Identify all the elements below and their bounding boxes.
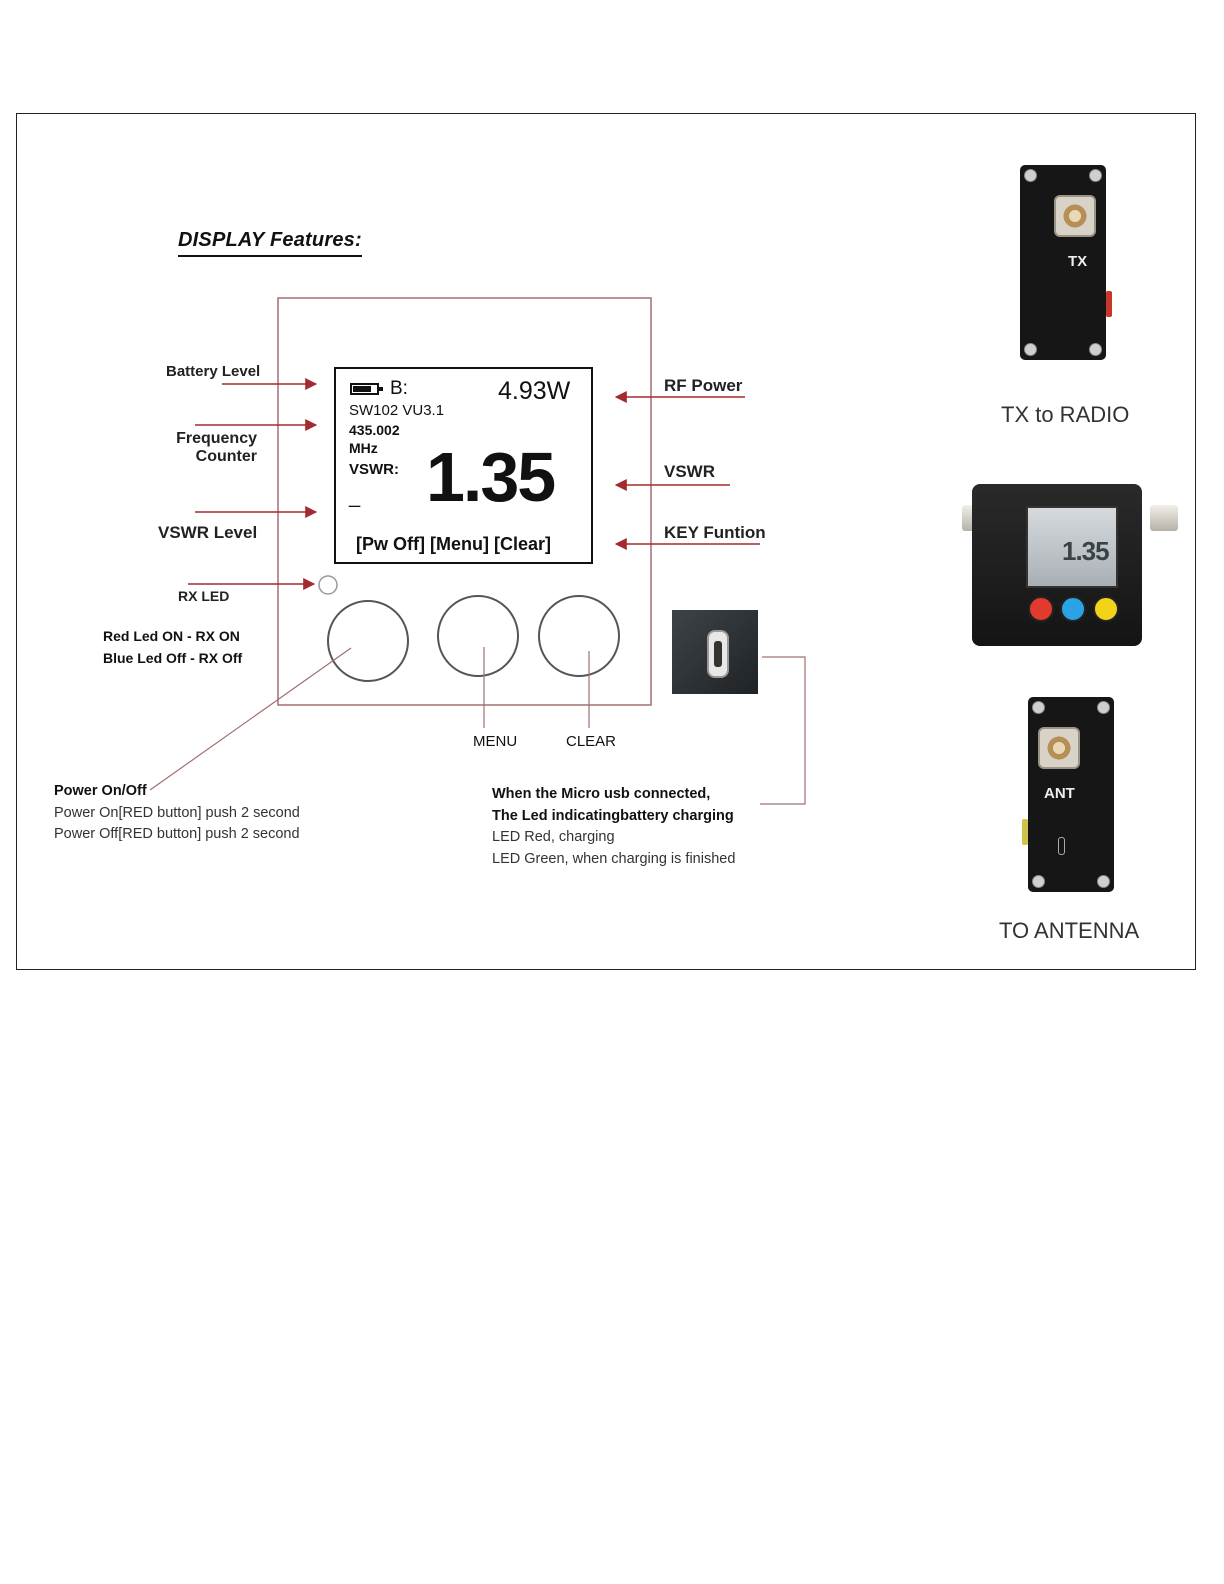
usb-notes-line3: LED Red, charging: [492, 829, 615, 845]
lcd-vswr-value: 1.35: [426, 438, 556, 516]
screw-icon: [1089, 169, 1102, 182]
lcd-frequency: 435.002: [349, 422, 400, 438]
power-button-outline: [327, 600, 409, 682]
sma-right-connector-icon: [1150, 505, 1178, 531]
battery-icon: [350, 383, 383, 395]
clear-button-outline: [538, 595, 620, 677]
screw-icon: [1024, 343, 1037, 356]
tx-caption: TX to RADIO: [1001, 402, 1130, 427]
usb-notes-line4: LED Green, when charging is finished: [492, 850, 736, 867]
side-switch-icon: [1022, 819, 1028, 845]
label-key-function: KEY Funtion: [664, 523, 766, 542]
usb-port-icon: [1058, 837, 1065, 855]
leader-usb: [760, 656, 806, 805]
rx-led-note-blue: Blue Led Off - RX Off: [103, 650, 243, 666]
ant-connector-label: ANT: [1044, 785, 1075, 802]
red-button-icon: [1028, 596, 1054, 622]
n-connector-icon: [1054, 195, 1096, 237]
label-frequency-line2: Counter: [195, 448, 257, 465]
micro-usb-photo: [672, 610, 758, 694]
label-rf-power: RF Power: [664, 376, 743, 395]
label-vswr-level: VSWR Level: [158, 523, 258, 542]
screw-icon: [1024, 169, 1037, 182]
section-title: DISPLAY Features:: [178, 229, 362, 257]
screw-icon: [1097, 875, 1110, 888]
micro-usb-port-icon: [707, 630, 729, 678]
usb-notes-line1: When the Micro usb connected,: [492, 786, 711, 802]
ant-connector-photo: ANT: [1022, 697, 1114, 892]
device-outline: [277, 297, 652, 478]
diagram-frame: [16, 113, 1196, 970]
lcd-battery-prefix: B:: [390, 378, 408, 399]
side-led-icon: [1106, 291, 1112, 317]
tx-connector-photo: TX: [1020, 165, 1112, 360]
usb-notes-line2: The Led indicatingbattery charging: [492, 807, 734, 824]
screw-icon: [1032, 701, 1045, 714]
meter-screen-value: 1.35: [1062, 536, 1110, 566]
n-connector-icon: [1038, 727, 1080, 769]
screw-icon: [1089, 343, 1102, 356]
lcd-model: SW102 VU3.1: [349, 402, 445, 419]
power-notes-heading: Power On/Off: [54, 783, 147, 799]
label-clear-button: CLEAR: [566, 733, 617, 750]
leader-power: [149, 647, 352, 791]
label-frequency-line1: Frequency: [176, 430, 257, 447]
lcd-display: B: 4.93W SW102 VU3.1 435.002 MHz VSWR: 1…: [334, 367, 593, 564]
label-battery-level: Battery Level: [166, 363, 261, 380]
rx-led-note-red: Red Led ON - RX ON: [103, 628, 240, 644]
usb-notes: When the Micro usb connected, The Led in…: [492, 784, 735, 870]
power-notes: Power On/Off Power On[RED button] push 2…: [54, 781, 300, 846]
label-rx-led: RX LED: [178, 588, 230, 604]
yellow-button-icon: [1093, 596, 1119, 622]
lcd-frequency-unit: MHz: [349, 440, 378, 456]
label-vswr: VSWR: [664, 462, 715, 481]
screw-icon: [1097, 701, 1110, 714]
power-notes-on: Power On[RED button] push 2 second: [54, 804, 300, 821]
lcd-vswr-label: VSWR:: [349, 461, 399, 478]
lcd-power: 4.93W: [498, 377, 571, 405]
power-notes-off: Power Off[RED button] push 2 second: [54, 826, 300, 842]
screw-icon: [1032, 875, 1045, 888]
meter-screen: 1.35: [1026, 506, 1118, 588]
ant-caption: TO ANTENNA: [999, 918, 1140, 943]
lcd-key-functions: [Pw Off] [Menu] [Clear]: [356, 534, 551, 554]
blue-button-icon: [1060, 596, 1086, 622]
device-outline-lower: [277, 478, 652, 706]
lcd-vswr-bar: _: [349, 486, 361, 508]
tx-connector-label: TX: [1068, 253, 1088, 270]
menu-button-outline: [437, 595, 519, 677]
label-menu-button: MENU: [473, 733, 518, 750]
rx-led-indicator: [318, 575, 338, 595]
meter-photo: 1.35: [972, 484, 1142, 646]
